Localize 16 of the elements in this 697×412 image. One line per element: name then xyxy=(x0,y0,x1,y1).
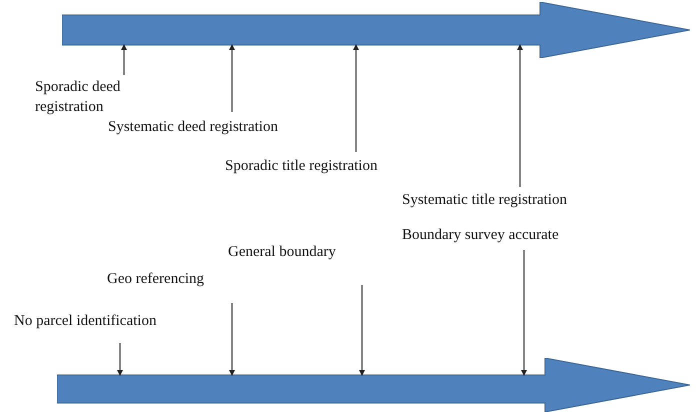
stage-label: Geo referencing xyxy=(107,270,204,289)
leader-line xyxy=(359,285,365,376)
stage-label: No parcel identification xyxy=(14,312,156,331)
leader-line xyxy=(353,44,359,152)
leader-line xyxy=(521,250,527,376)
stage-label: Systematic title registration xyxy=(402,191,567,210)
leader-line xyxy=(121,44,127,75)
stage-label: Sporadic title registration xyxy=(225,157,378,176)
stage-label: Boundary survey accurate xyxy=(402,226,559,245)
leader-line xyxy=(117,343,123,376)
leader-line xyxy=(517,44,523,187)
stage-label: Sporadic deed registration xyxy=(35,78,122,117)
stage-label: General boundary xyxy=(228,243,336,262)
leader-line xyxy=(229,303,235,376)
stage-label: Systematic deed registration xyxy=(108,118,278,137)
leader-line xyxy=(229,44,235,112)
